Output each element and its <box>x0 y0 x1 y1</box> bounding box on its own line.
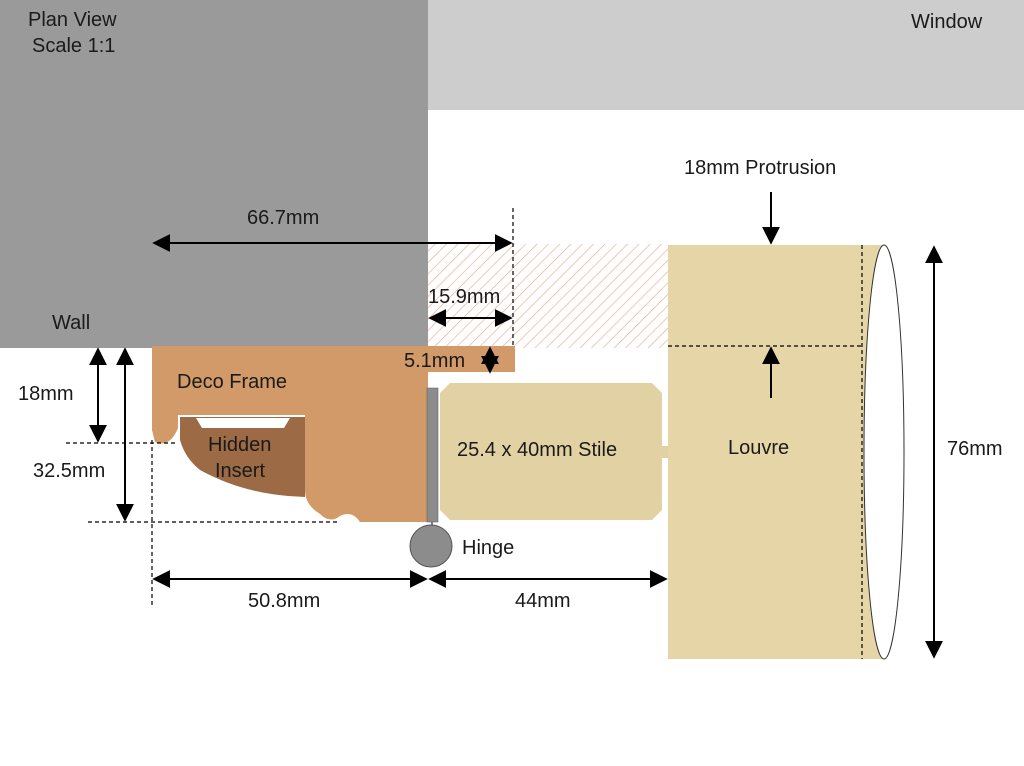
dim-50-8-label: 50.8mm <box>248 590 320 612</box>
dim-18-label: 18mm <box>18 383 74 405</box>
hidden-insert-label-line2: Insert <box>215 460 265 482</box>
window-region <box>428 0 1024 110</box>
insert-slot <box>196 418 290 428</box>
deco-frame-label: Deco Frame <box>177 371 287 393</box>
wall-label: Wall <box>52 312 90 334</box>
dim-66-7-label: 66.7mm <box>247 207 319 229</box>
hinge-label: Hinge <box>462 537 514 559</box>
plan-view-label: Plan View <box>28 9 117 31</box>
dim-5-1-label: 5.1mm <box>404 350 465 372</box>
scale-label: Scale 1:1 <box>32 35 115 57</box>
louvre-end <box>863 244 905 660</box>
stile-label: 25.4 x 40mm Stile <box>457 439 617 461</box>
deco-frame-shape <box>152 346 515 522</box>
stile-shape <box>440 383 662 520</box>
hinge-knuckle <box>409 524 453 568</box>
protrusion-label: 18mm Protrusion <box>684 157 836 179</box>
hinge-leaf <box>426 387 439 523</box>
dim-44-label: 44mm <box>515 590 571 612</box>
dim-76-label: 76mm <box>947 438 1003 460</box>
hidden-insert-label-line1: Hidden <box>208 434 271 456</box>
hidden-insert-shape <box>180 417 305 497</box>
wall-region <box>0 0 428 348</box>
louvre-label: Louvre <box>728 437 789 459</box>
louvre-shape <box>668 245 884 659</box>
hatched-clearance-zone <box>428 244 668 348</box>
stile-pin <box>662 446 670 458</box>
window-label: Window <box>911 11 983 33</box>
dim-32-5-label: 32.5mm <box>33 460 105 482</box>
dim-15-9-label: 15.9mm <box>428 286 500 308</box>
